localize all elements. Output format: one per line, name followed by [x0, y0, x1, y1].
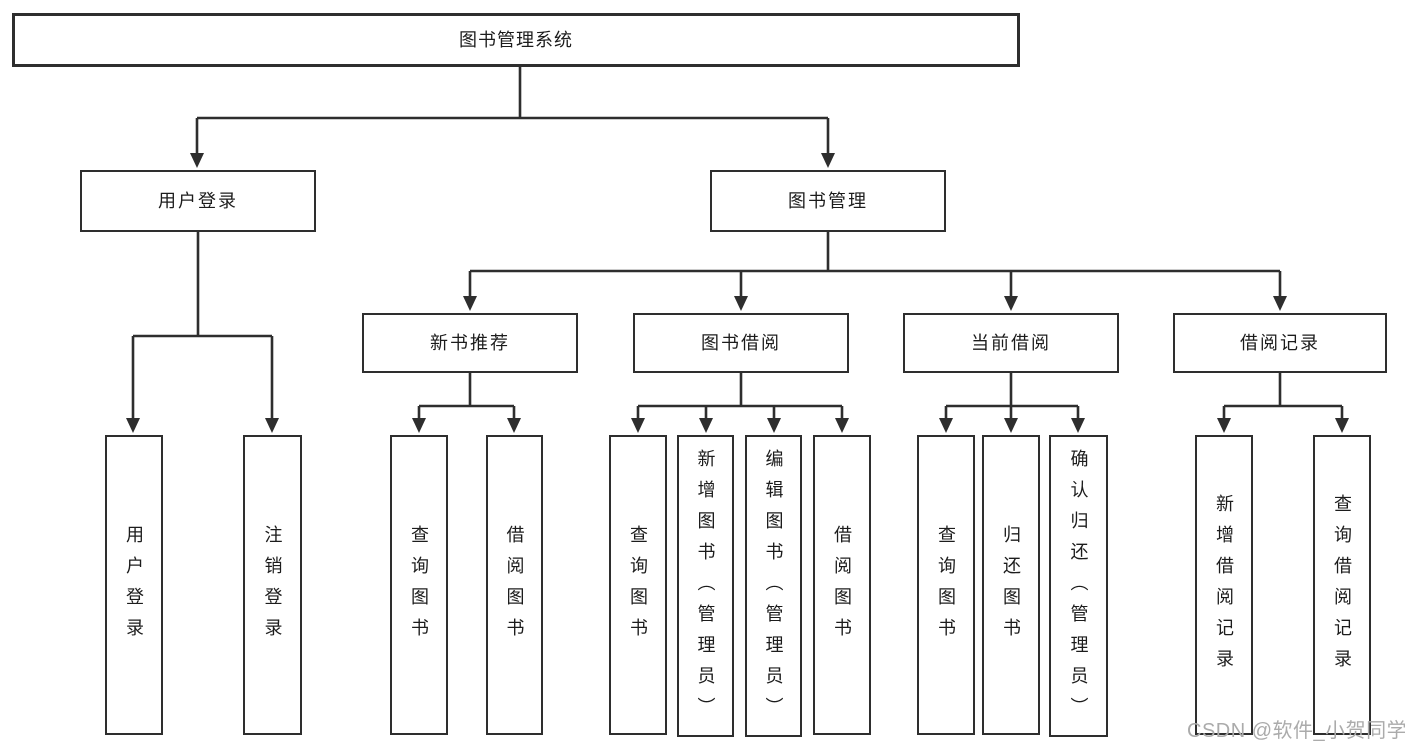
csdn-watermark: CSDN @软件_小贺同学 — [1187, 720, 1405, 742]
leaf-query-borrow-record: 查询借阅记录 — [1313, 435, 1371, 735]
leaf-add-book-admin: 新增图书（管理员） — [677, 435, 734, 737]
node-borrow-records: 借阅记录 — [1173, 313, 1387, 373]
leaf-return-book: 归还图书 — [982, 435, 1040, 735]
leaf-confirm-return-admin: 确认归还（管理员） — [1049, 435, 1108, 737]
leaf-edit-book-admin: 编辑图书（管理员） — [745, 435, 802, 737]
leaf-add-borrow-record: 新增借阅记录 — [1195, 435, 1253, 735]
leaf-logout: 注销登录 — [243, 435, 302, 735]
node-current-borrow: 当前借阅 — [903, 313, 1119, 373]
leaf-borrow-books-1: 借阅图书 — [486, 435, 543, 735]
leaf-query-books-3: 查询图书 — [917, 435, 975, 735]
node-book-borrow: 图书借阅 — [633, 313, 849, 373]
leaf-user-login: 用户登录 — [105, 435, 163, 735]
node-book-management: 图书管理 — [710, 170, 946, 232]
node-user-login: 用户登录 — [80, 170, 316, 232]
leaf-borrow-books-2: 借阅图书 — [813, 435, 871, 735]
leaf-query-books-2: 查询图书 — [609, 435, 667, 735]
leaf-query-books-1: 查询图书 — [390, 435, 448, 735]
node-root: 图书管理系统 — [12, 13, 1020, 67]
node-new-book-recommend: 新书推荐 — [362, 313, 578, 373]
